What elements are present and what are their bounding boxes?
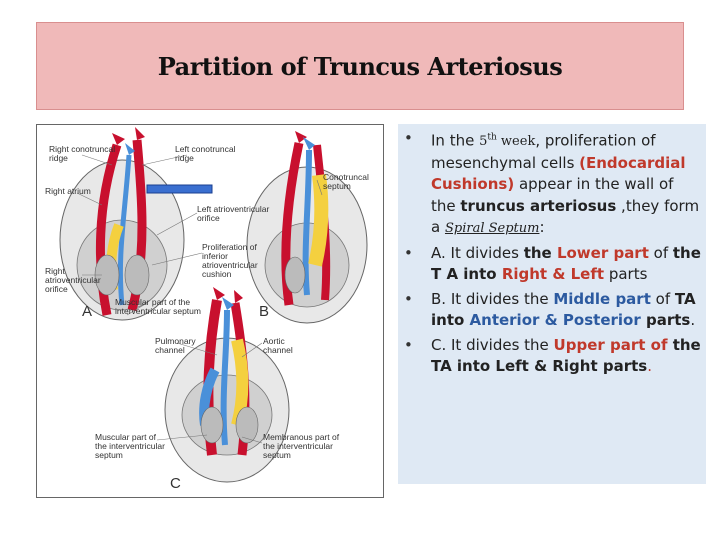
label-pulmonary-channel: Pulmonary channel xyxy=(155,336,196,355)
bullet-item-3: B. It divides the Middle part of TA into… xyxy=(398,289,702,332)
label-left-conotruncal-ridge: Left conotruncal ridge xyxy=(175,144,236,163)
label-membranous-part: Membranous part of the interventricular … xyxy=(263,432,340,460)
bullet-item-1: In the 5th week, proliferation of mesenc… xyxy=(398,128,702,240)
label-muscular-septum-bottom: Muscular part of the interventricular se… xyxy=(95,432,165,460)
label-conotruncal-septum: Conotruncal septum xyxy=(323,172,369,191)
panel-label-c: C xyxy=(170,475,181,492)
heart-diagram-figure: Right conotruncal ridge Left conotruncal… xyxy=(36,124,384,498)
leader-lines xyxy=(76,154,323,444)
label-left-atrioventricular-orifice: Left atrioventricular orifice xyxy=(197,204,270,223)
bullet-list: In the 5th week, proliferation of mesenc… xyxy=(398,128,702,378)
label-aortic-channel: Aortic channel xyxy=(263,336,293,355)
title-box: Partition of Truncus Arteriosus xyxy=(36,22,684,110)
bullet-text-box: In the 5th week, proliferation of mesenc… xyxy=(398,124,706,484)
bullet-item-4: C. It divides the Upper part of the TA i… xyxy=(398,335,702,378)
panel-b-heart xyxy=(246,131,368,324)
panel-label-b: B xyxy=(259,303,270,320)
slide-title: Partition of Truncus Arteriosus xyxy=(157,51,563,81)
panel-label-a: A xyxy=(82,303,93,320)
heart-diagram-illustration xyxy=(59,127,368,483)
panel-c-heart xyxy=(164,287,290,483)
label-right-conotruncal-ridge: Right conotruncal ridge xyxy=(49,144,116,163)
label-right-atrioventricular-orifice: Right atrioventricular orifice xyxy=(45,266,101,294)
bullet-item-2: A. It divides the Lower part of the T A … xyxy=(398,243,702,286)
label-right-atrium: Right atrium xyxy=(45,186,91,196)
blue-arrow-marker xyxy=(146,184,213,194)
label-muscular-septum-top: Muscular part of the interventricular se… xyxy=(115,297,201,316)
label-proliferation-cushion: Proliferation of inferior atrioventricul… xyxy=(202,242,258,279)
